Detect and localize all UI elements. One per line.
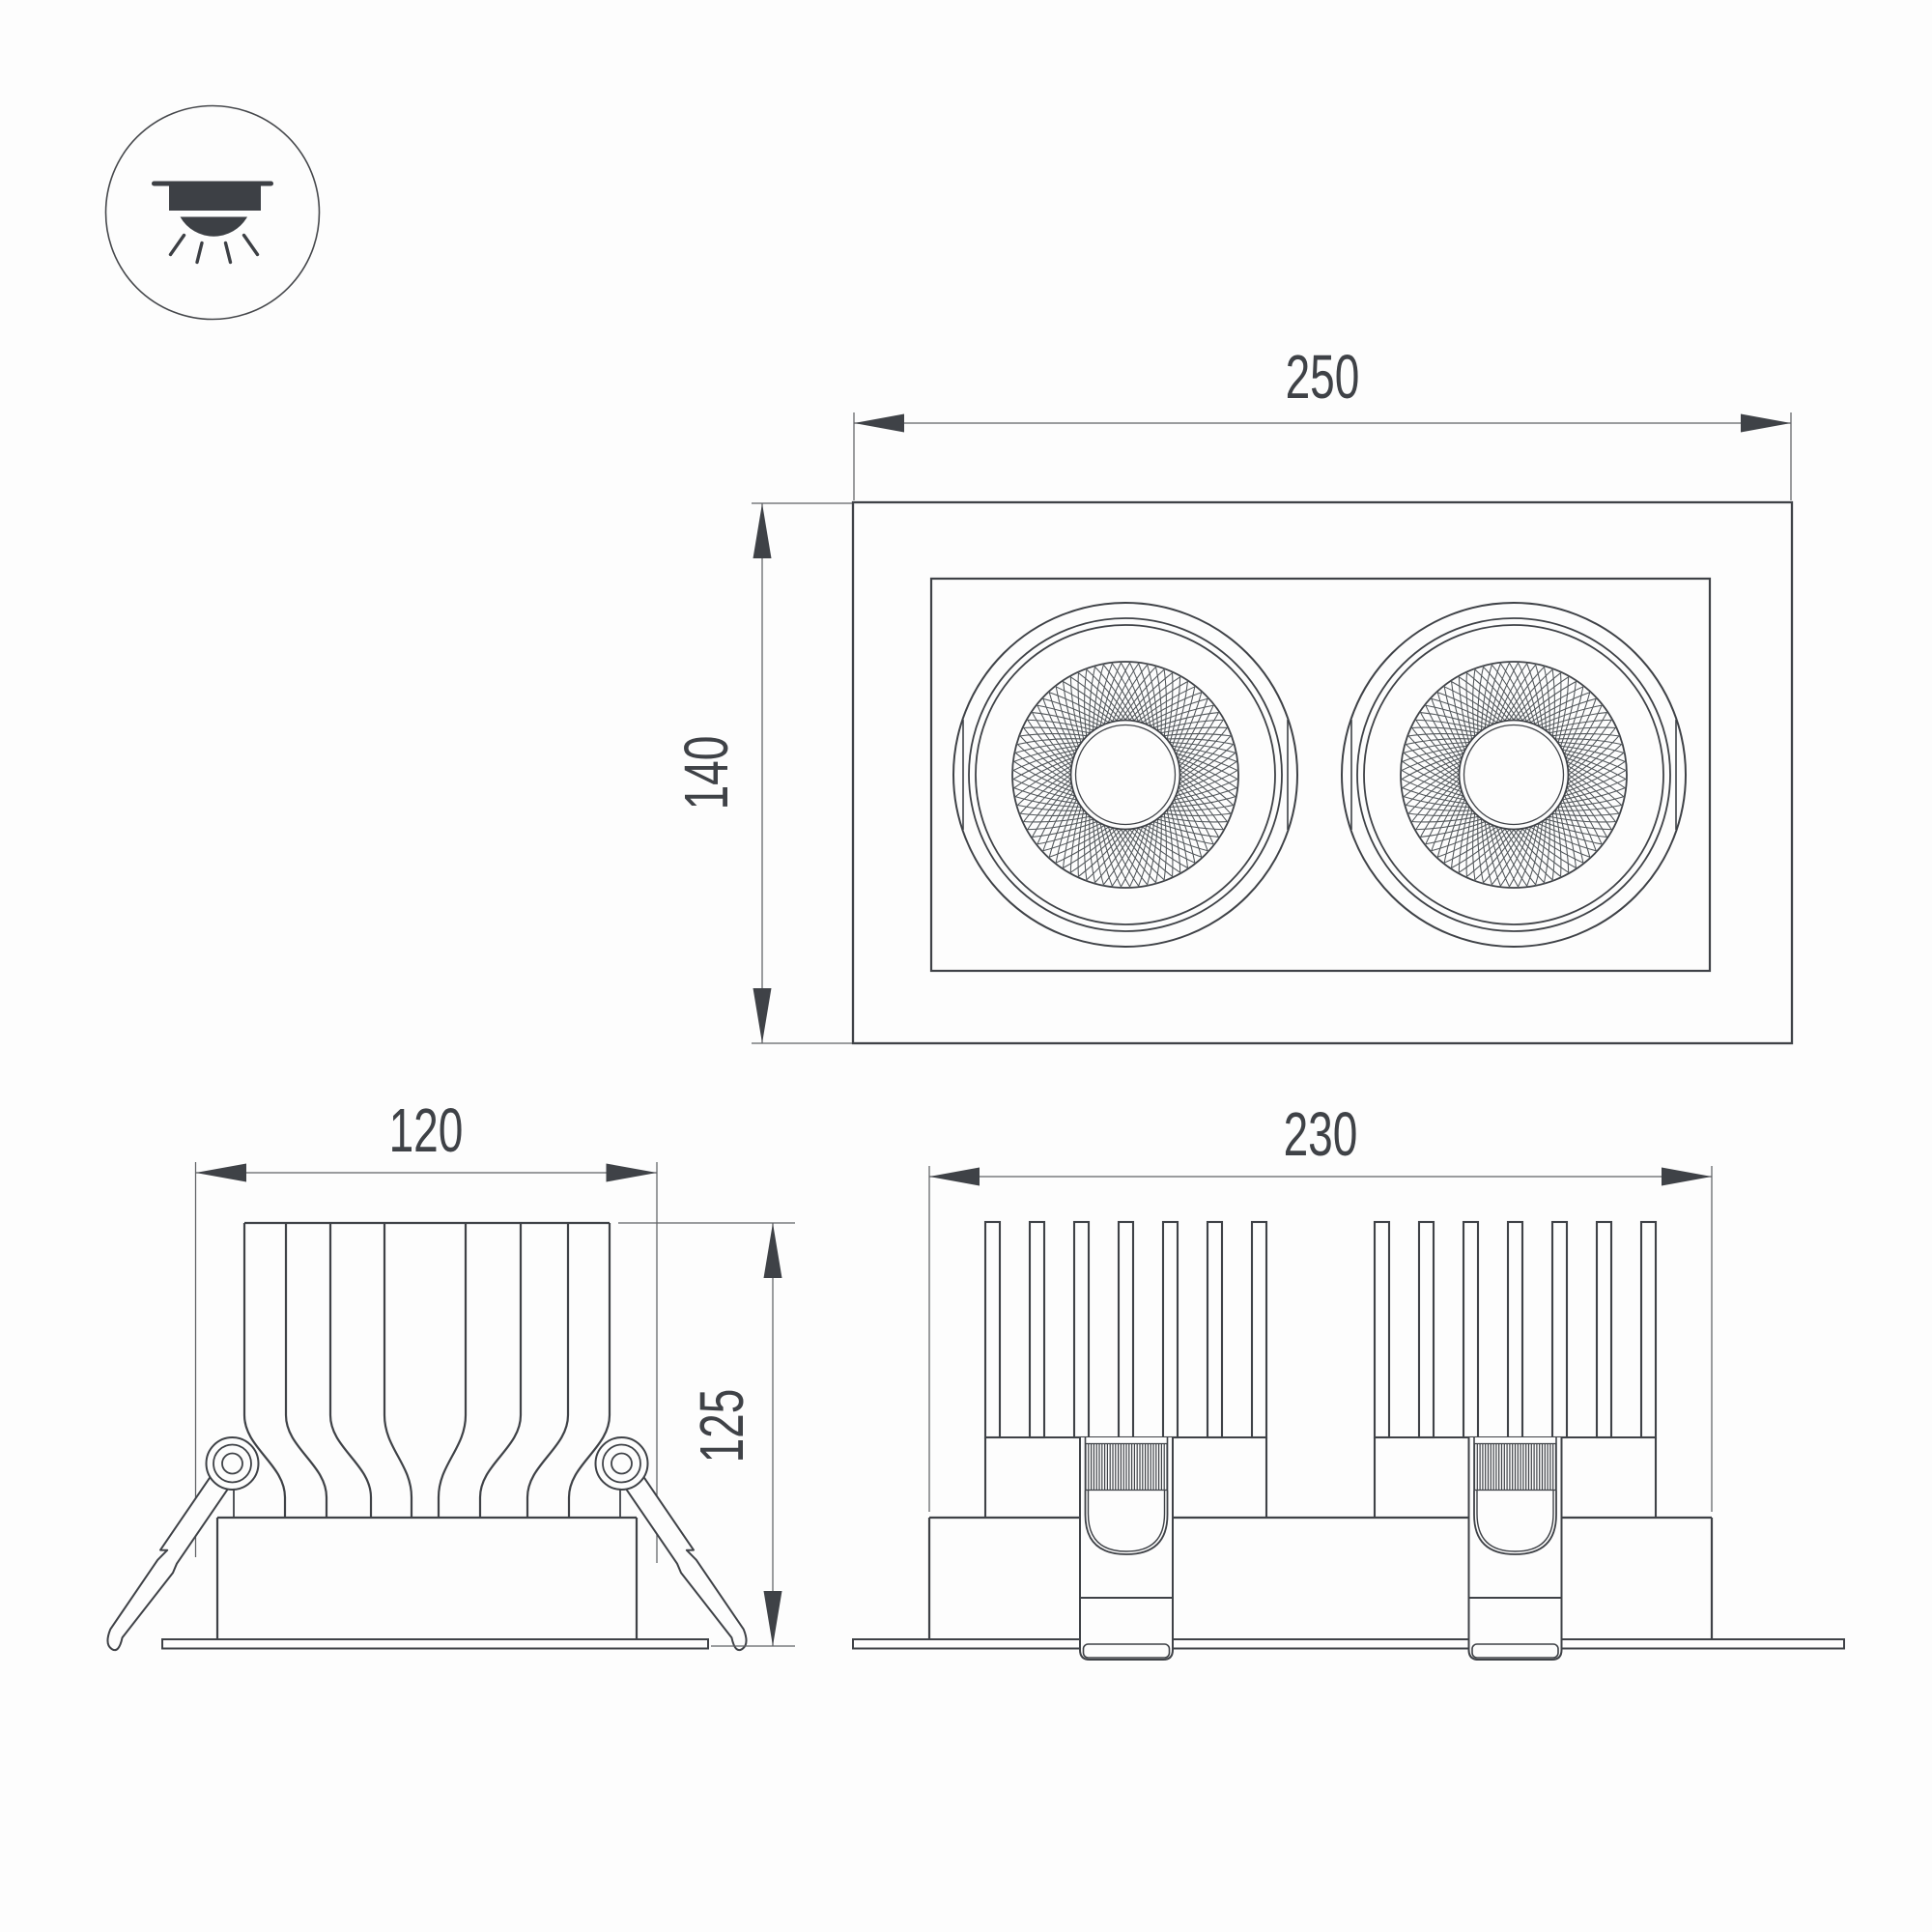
svg-text:125: 125 <box>688 1389 756 1463</box>
svg-text:120: 120 <box>389 1096 464 1165</box>
svg-text:140: 140 <box>672 736 741 810</box>
svg-text:250: 250 <box>1286 343 1360 412</box>
svg-text:230: 230 <box>1284 1100 1358 1169</box>
